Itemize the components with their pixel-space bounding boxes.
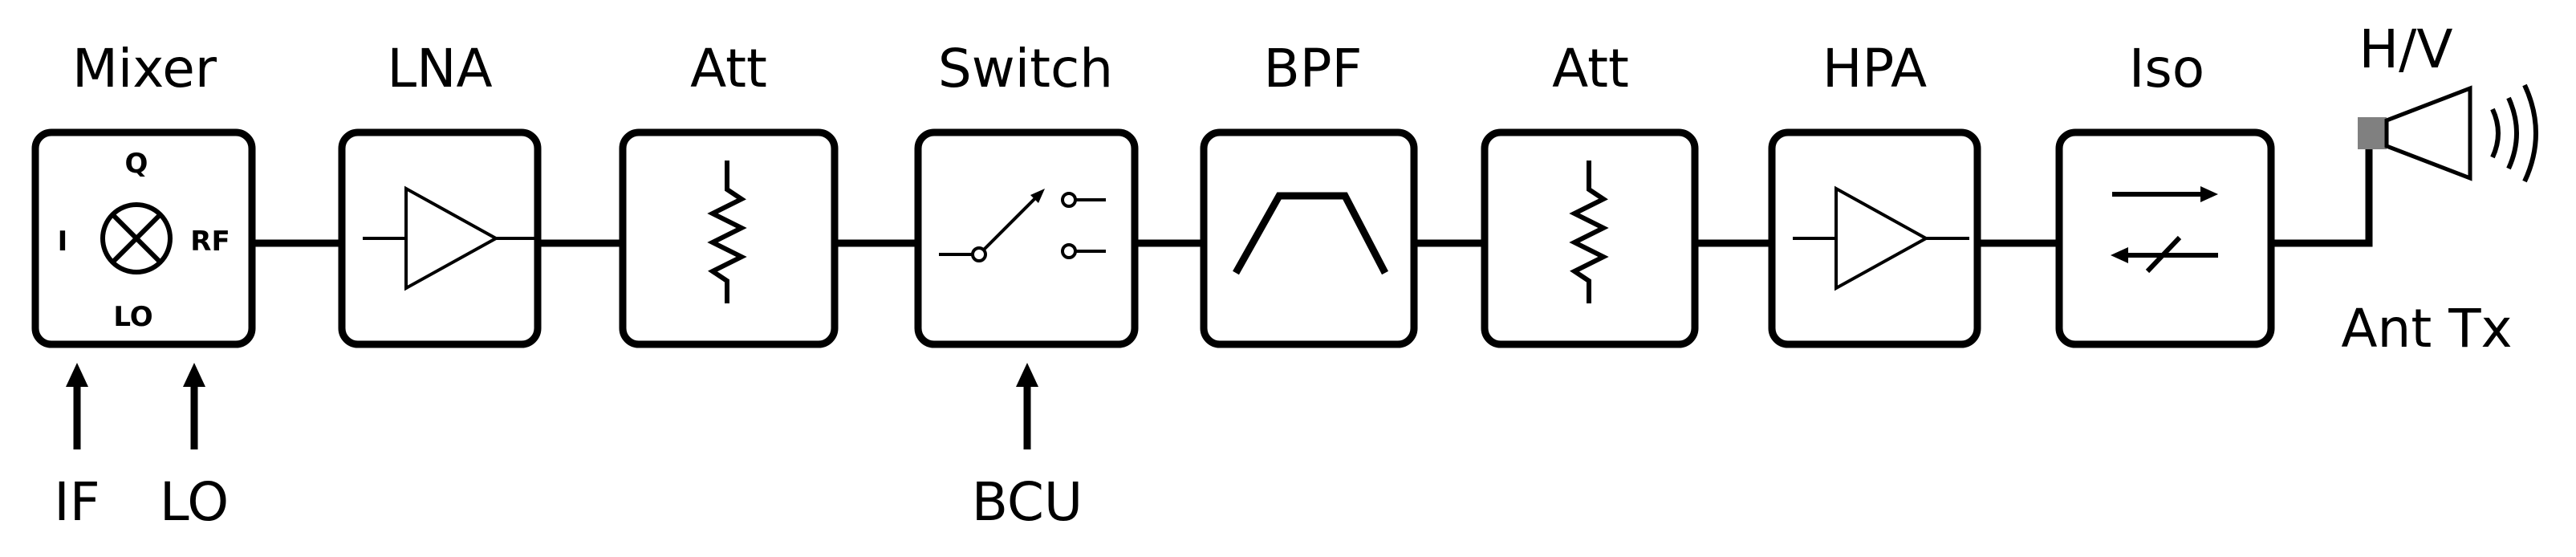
attenuator-2-block: Att — [1481, 38, 1699, 348]
switch-block: Switch — [914, 38, 1139, 348]
lo-input-label: LO — [160, 471, 229, 533]
mixer-block: Mixer Q I RF LO — [31, 38, 256, 348]
bcu-input-label: BCU — [972, 471, 1083, 533]
resistor-icon — [1569, 161, 1609, 303]
isolator-block: Iso — [2055, 38, 2275, 348]
radiation-waves-icon — [2490, 83, 2538, 183]
mixer-port-q: Q — [125, 148, 148, 180]
mixer-symbol-icon — [100, 202, 173, 274]
antenna-polarization-label: H/V — [2359, 18, 2452, 80]
lna-label: LNA — [387, 38, 492, 100]
resistor-icon — [707, 161, 747, 303]
if-input-label: IF — [54, 471, 100, 533]
amplifier-icon — [1793, 185, 1969, 291]
antenna-group: H/V Ant Tx — [2341, 18, 2538, 360]
switch-icon — [939, 189, 1106, 262]
antenna-tx-label: Ant Tx — [2341, 298, 2512, 360]
antenna-feed — [2358, 117, 2387, 149]
bpf-block: BPF — [1200, 38, 1418, 348]
bandpass-filter-icon — [1233, 192, 1388, 275]
att-1-label: Att — [690, 38, 767, 100]
mixer-port-i: I — [58, 226, 68, 258]
isolator-arrows-icon — [2111, 186, 2218, 274]
amplifier-icon — [363, 185, 539, 291]
horn-antenna-icon — [2384, 85, 2472, 181]
bpf-label: BPF — [1263, 38, 1362, 100]
input-arrows — [66, 363, 1038, 449]
lna-block: LNA — [338, 38, 542, 348]
iso-label: Iso — [2129, 38, 2204, 100]
mixer-label: Mixer — [72, 38, 217, 100]
hpa-block: HPA — [1768, 38, 1981, 348]
hpa-label: HPA — [1822, 38, 1927, 100]
switch-label: Switch — [938, 38, 1113, 100]
attenuator-1-block: Att — [619, 38, 839, 348]
mixer-port-rf: RF — [190, 226, 230, 258]
mixer-port-lo: LO — [113, 301, 152, 333]
signal-wires — [252, 132, 2373, 247]
att-2-label: Att — [1552, 38, 1629, 100]
